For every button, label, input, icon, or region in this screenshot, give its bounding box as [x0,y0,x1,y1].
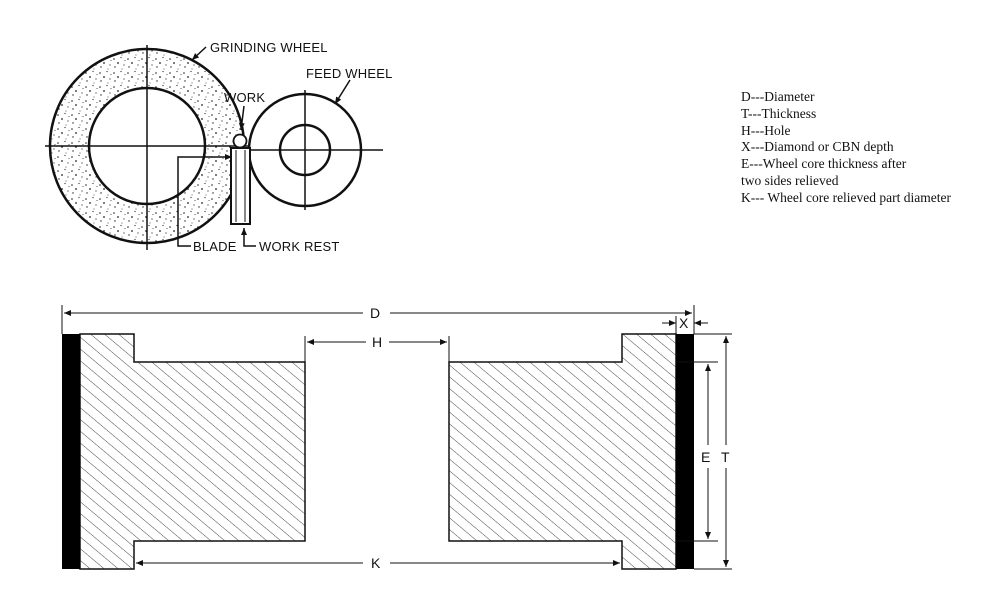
left-abrasive-layer [62,334,80,569]
feed-wheel-leader [334,79,351,105]
legend-item-relieved-diameter: K--- Wheel core relieved part diameter [741,189,952,205]
work-leader [238,105,245,131]
work-label: WORK [224,90,265,105]
legend-item-hole: H---Hole [741,122,791,138]
relieved-diameter-dimension: K [136,555,620,571]
core-thickness-dimension: E [701,364,711,539]
work-rest-label: WORK REST [259,239,340,254]
legend-item-core-thickness: E---Wheel core thickness after [741,156,907,172]
thickness-dimension: T [721,336,730,567]
diameter-label: D [370,305,380,321]
blade-leader [177,154,232,247]
grinding-wheel-leader [191,46,207,61]
left-core-section [79,333,306,570]
right-abrasive-layer [676,334,694,569]
legend-item-diameter: D---Diameter [741,89,815,104]
legend-item-depth: X---Diamond or CBN depth [741,139,894,155]
hole-label: H [372,334,382,350]
hole-dimension: H [307,334,447,350]
core-thickness-label: E [701,449,710,465]
legend-item-core-thickness-cont: two sides relieved [741,172,839,188]
relieved-diameter-label: K [371,555,381,571]
grinding-wheel-label: GRINDING WHEEL [210,40,328,55]
diameter-dimension: D [64,305,692,321]
right-core-section [448,333,677,570]
thickness-label: T [721,449,730,465]
dimension-legend: D---Diameter T---Thickness H---Hole X---… [741,89,981,207]
grinding-setup-diagram: GRINDING WHEEL FEED WHEEL WORK BLADE WOR… [45,40,393,254]
depth-dimension: X [662,315,708,331]
wheel-cross-section [62,333,694,570]
feed-wheel-label: FEED WHEEL [306,66,393,81]
work-piece [232,133,248,149]
legend-item-thickness: T---Thickness [741,105,817,121]
extension-lines [61,305,732,570]
feed-wheel [240,90,383,210]
work-rest-leader [241,228,256,247]
blade-label: BLADE [193,239,237,254]
grinding-wheel [45,45,250,250]
work-rest [230,147,251,225]
depth-label: X [679,315,689,331]
